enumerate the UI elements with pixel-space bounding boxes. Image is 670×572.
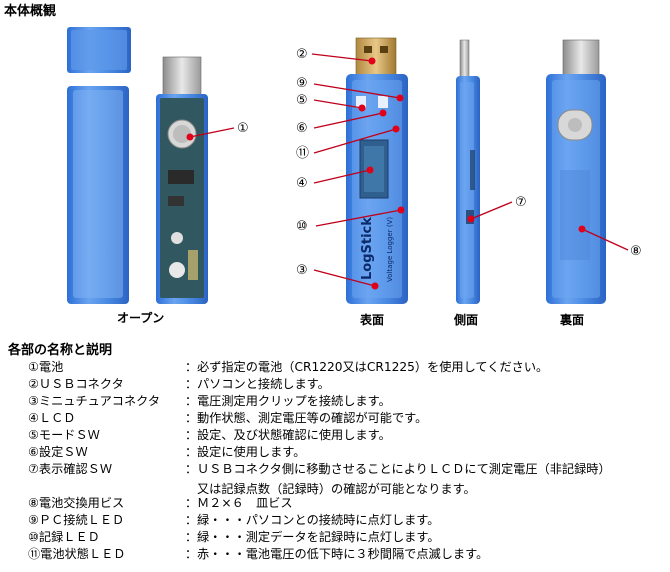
back-device <box>546 39 606 304</box>
marker-2: ② <box>296 47 308 62</box>
part-desc: パソコンと接続します。 <box>197 377 330 391</box>
marker-8: ⑧ <box>630 244 642 259</box>
marker-3: ③ <box>296 263 308 278</box>
part-name: ②ＵＳＢコネクタ <box>28 377 124 391</box>
part-desc: 緑・・・パソコンとの接続時に点灯します。 <box>197 513 440 527</box>
front-logo-text: LogStick <box>360 217 375 280</box>
marker-1: ① <box>237 121 249 136</box>
marker-7: ⑦ <box>515 195 527 210</box>
overview-heading: 本体概観 <box>4 4 57 19</box>
part-name: ⑪電池状態ＬＥＤ <box>28 547 126 561</box>
part-name: ⑧電池交換用ビス <box>28 496 125 510</box>
part-desc-continued: 又は記録点数（記録時）の確認が可能となります。 <box>197 482 476 496</box>
part-desc: 必ず指定の電池（CR1220又はCR1225）を使用してください。 <box>197 360 549 374</box>
part-row: ⑩記録ＬＥＤ：緑・・・測定データを記録時に点灯します。 <box>28 530 440 544</box>
part-desc: 電圧測定用クリップを接続します。 <box>197 394 391 408</box>
part-name: ⑤モードＳＷ <box>28 428 100 442</box>
part-name: ⑨ＰＣ接続ＬＥＤ <box>28 513 125 527</box>
part-row: ⑤モードＳＷ：設定、及び状態確認に使用します。 <box>28 428 391 442</box>
caption-back: 裏面 <box>560 313 585 327</box>
marker-10: ⑩ <box>296 219 308 234</box>
part-desc: 設定、及び状態確認に使用します。 <box>197 428 391 442</box>
part-desc: Ｍ２×６ 皿ビス <box>197 496 293 510</box>
part-name: ④ＬＣＤ <box>28 411 76 425</box>
part-desc: 緑・・・測定データを記録時に点灯します。 <box>197 530 440 544</box>
front-model-text: Voltage Logger (V) <box>386 217 394 282</box>
marker-6: ⑥ <box>296 121 308 136</box>
caption-front: 表面 <box>360 313 385 327</box>
part-name: ⑦表示確認ＳＷ <box>28 462 113 476</box>
part-row: ④ＬＣＤ：動作状態、測定電圧等の確認が可能です。 <box>28 411 428 425</box>
part-desc: 赤・・・電池電圧の低下時に３秒間隔で点滅します。 <box>197 547 489 561</box>
caption-open: オープン <box>117 311 165 325</box>
part-name: ③ミニュチュアコネクタ <box>28 394 161 408</box>
part-desc: 設定に使用します。 <box>197 445 306 459</box>
part-row: ⑥設定ＳＷ：設定に使用します。 <box>28 445 306 459</box>
part-name: ⑥設定ＳＷ <box>28 445 88 459</box>
part-row: ③ミニュチュアコネクタ：電圧測定用クリップを接続します。 <box>28 394 391 408</box>
open-cap <box>67 27 131 73</box>
part-row: ②ＵＳＢコネクタ：パソコンと接続します。 <box>28 377 330 391</box>
part-row: ①電池：必ず指定の電池（CR1220又はCR1225）を使用してください。 <box>28 360 549 374</box>
part-desc: 動作状態、測定電圧等の確認が可能です。 <box>197 411 428 425</box>
side-device <box>456 39 480 304</box>
part-name: ⑩記録ＬＥＤ <box>28 530 100 544</box>
device-illustration: LogStick Voltage Logger (V) ① ② ⑨ ⑤ <box>67 27 642 304</box>
part-name: ①電池 <box>28 360 64 374</box>
parts-heading: 各部の名称と説明 <box>8 343 113 358</box>
open-board <box>156 56 208 304</box>
marker-4: ④ <box>296 176 308 191</box>
part-row: ⑦表示確認ＳＷ：ＵＳＢコネクタ側に移動させることによりＬＣＤにて測定電圧（非記録… <box>28 462 611 476</box>
marker-11: ⑪ <box>296 146 309 161</box>
part-row: ⑨ＰＣ接続ＬＥＤ：緑・・・パソコンとの接続時に点灯します。 <box>28 513 440 527</box>
open-shell <box>67 86 129 304</box>
marker-5: ⑤ <box>296 93 308 108</box>
part-row: ⑪電池状態ＬＥＤ：赤・・・電池電圧の低下時に３秒間隔で点滅します。 <box>28 547 489 561</box>
caption-side: 側面 <box>454 313 479 327</box>
part-desc: ＵＳＢコネクタ側に移動させることによりＬＣＤにて測定電圧（非記録時） <box>197 462 611 476</box>
front-device: LogStick Voltage Logger (V) <box>346 37 408 304</box>
part-row: ⑧電池交換用ビス：Ｍ２×６ 皿ビス <box>28 496 293 510</box>
marker-9: ⑨ <box>296 76 308 91</box>
